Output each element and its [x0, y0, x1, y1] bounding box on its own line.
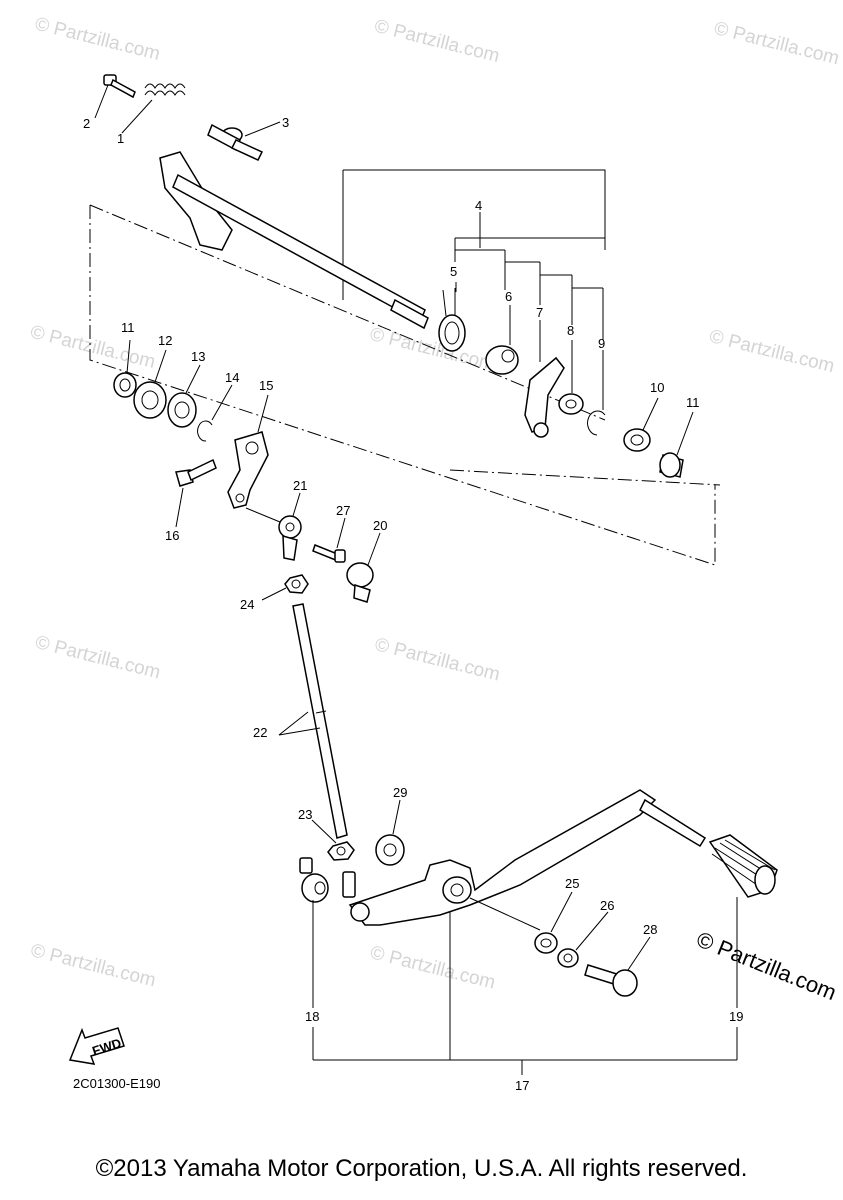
watermark: © Partzilla.com	[373, 634, 502, 685]
watermark: © Partzilla.com	[28, 322, 157, 373]
callout-13: 13	[191, 349, 205, 364]
callout-3: 3	[282, 115, 289, 130]
callout-14: 14	[225, 370, 239, 385]
callout-6: 6	[505, 289, 512, 304]
part-nut-23	[327, 841, 355, 861]
callout-5: 5	[450, 264, 457, 279]
callout-24: 24	[240, 597, 254, 612]
part-nut-24	[284, 574, 309, 594]
callout-20: 20	[373, 518, 387, 533]
part-bearing-11-right	[659, 452, 684, 478]
part-joint-21	[245, 507, 302, 561]
callout-27: 27	[336, 503, 350, 518]
callout-26: 26	[600, 898, 614, 913]
part-shift-arm-15	[227, 431, 269, 509]
callout-15: 15	[259, 378, 273, 393]
callout-23: 23	[298, 807, 312, 822]
copyright-notice: ©2013 Yamaha Motor Corporation, U.S.A. A…	[95, 1155, 748, 1182]
callout-11-right: 11	[686, 395, 700, 410]
part-clip-9	[587, 410, 606, 436]
callout-4: 4	[475, 198, 482, 213]
part-spring-1	[144, 83, 186, 96]
part-collar-6	[485, 345, 519, 375]
callouts: 1 2 3 4 5 6 7 8 9 10 11 11 12 13 14 15 1…	[83, 115, 743, 1093]
callout-25: 25	[565, 876, 579, 891]
callout-11-left: 11	[121, 320, 135, 335]
part-shift-pedal-17	[348, 789, 707, 931]
callout-8: 8	[567, 323, 574, 338]
part-seal-12	[133, 381, 167, 419]
watermark: © Partzilla.com	[28, 940, 157, 991]
watermark: © Partzilla.com	[33, 632, 162, 683]
part-washer-13	[167, 392, 197, 428]
callout-1: 1	[117, 131, 124, 146]
part-washer-26	[557, 948, 579, 968]
part-washer-29	[375, 834, 405, 866]
watermark-large: © Partzilla.com	[693, 926, 840, 1005]
watermark: © Partzilla.com	[368, 324, 497, 375]
part-stud-3	[207, 123, 264, 161]
watermark: © Partzilla.com	[33, 14, 162, 65]
callout-7: 7	[536, 305, 543, 320]
diagram-code: 2C01300-E190	[73, 1076, 160, 1091]
part-bolt-27	[312, 544, 346, 563]
part-rod-22	[278, 603, 348, 839]
part-footpeg-19	[708, 834, 778, 898]
part-spring-5	[438, 288, 466, 352]
part-bolt-16	[175, 458, 217, 487]
part-washer-8	[558, 393, 584, 415]
part-joint-20	[346, 562, 374, 603]
watermark: © Partzilla.com	[712, 18, 841, 69]
callout-16: 16	[165, 528, 179, 543]
watermark: © Partzilla.com	[372, 16, 501, 67]
callout-18: 18	[305, 1009, 319, 1024]
callout-2: 2	[83, 116, 90, 131]
callout-22: 22	[253, 725, 267, 740]
part-shift-shaft	[159, 151, 429, 330]
part-plate-7	[524, 356, 565, 438]
part-joint-18	[299, 857, 356, 903]
watermark: © Partzilla.com	[707, 326, 836, 377]
part-bearing-11-left	[113, 372, 137, 398]
fwd-arrow-icon: FWD	[68, 1027, 125, 1065]
part-washer-10	[623, 428, 651, 452]
callout-10: 10	[650, 380, 664, 395]
part-washer-25	[534, 932, 558, 954]
callout-9: 9	[598, 336, 605, 351]
callout-19: 19	[729, 1009, 743, 1024]
callout-12: 12	[158, 333, 172, 348]
part-bolt-28	[584, 964, 638, 997]
part-clip-14	[197, 420, 213, 442]
reference-frames	[89, 169, 721, 566]
callout-17: 17	[515, 1078, 529, 1093]
leader-lines	[94, 84, 738, 1075]
part-bolt-2	[103, 74, 136, 99]
callout-29: 29	[393, 785, 407, 800]
watermark: © Partzilla.com	[368, 942, 497, 993]
callout-28: 28	[643, 922, 657, 937]
callout-21: 21	[293, 478, 307, 493]
